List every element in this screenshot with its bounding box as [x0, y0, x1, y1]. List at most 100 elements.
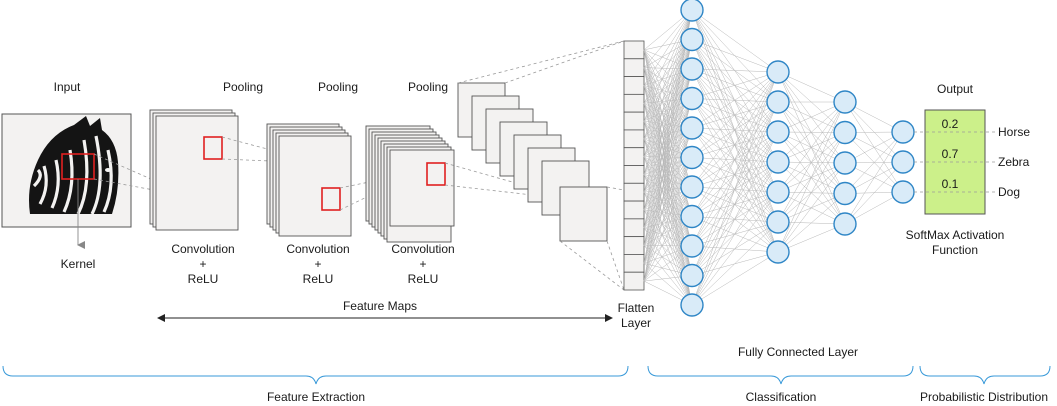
flatten-label-2: Layer: [621, 316, 651, 330]
connection: [691, 68, 779, 73]
connection: [844, 131, 904, 194]
probabilistic-label: Probabilistic Distribution: [920, 390, 1048, 404]
connection: [691, 131, 779, 306]
feature-maps-label: Feature Maps: [343, 299, 417, 313]
connection: [643, 68, 693, 157]
output-label: Output: [937, 82, 974, 96]
connection: [643, 68, 693, 175]
flatten-cell: [623, 254, 645, 273]
connection: [691, 71, 779, 306]
connection: [643, 9, 693, 246]
connection: [691, 161, 779, 306]
conv-plus-3: +: [419, 257, 426, 271]
conv-label-3: Convolution: [391, 242, 454, 256]
connection: [691, 39, 779, 73]
flatten-layer: [623, 40, 645, 291]
connection: [643, 39, 693, 157]
flatten-cell: [623, 76, 645, 95]
neuron-layer-3: [833, 90, 857, 114]
zebra-icon: [29, 116, 119, 215]
flatten-cell: [623, 58, 645, 77]
connection: [691, 71, 779, 129]
neuron-layer-1: [680, 0, 704, 22]
conv-plus-2: +: [314, 257, 321, 271]
conv-plus-1: +: [199, 257, 206, 271]
connection: [691, 101, 779, 306]
connection: [643, 186, 693, 282]
neuron-layer-2: [766, 120, 790, 144]
conv-stack-3: [365, 125, 455, 243]
flatten-cell: [623, 165, 645, 184]
neuron-layer-2: [766, 240, 790, 264]
connection: [643, 9, 693, 68]
conv-label-2: Convolution: [286, 242, 349, 256]
pooling-label-2: Pooling: [318, 80, 358, 94]
neuron-layer-1: [680, 57, 704, 81]
connection: [643, 9, 693, 122]
feature-extraction-brace: [2, 365, 629, 385]
neuron-layer-1: [680, 234, 704, 258]
connection: [643, 9, 693, 264]
neuron-layer-2: [766, 60, 790, 84]
conv2-kernel-box: [321, 187, 341, 211]
neuron-layer-1: [680, 86, 704, 111]
flatten-cell: [623, 40, 645, 60]
flatten-cell: [623, 129, 645, 149]
output-value: 0.7: [942, 147, 959, 161]
flatten-cell: [623, 147, 645, 166]
pooling-label-1: Pooling: [223, 80, 263, 94]
neuron-layer-2: [766, 180, 790, 204]
flatten-cell: [623, 93, 645, 113]
classification-label: Classification: [746, 390, 817, 404]
conv-relu-1: ReLU: [188, 272, 219, 286]
output-class-label: Dog: [998, 185, 1020, 199]
connection: [691, 221, 779, 306]
flatten-cell: [623, 236, 645, 255]
connection: [777, 101, 846, 253]
input-image: [1, 113, 132, 228]
connection: [777, 162, 846, 253]
conv-relu-2: ReLU: [303, 272, 334, 286]
connection: [691, 71, 779, 99]
connection: [844, 161, 904, 225]
neuron-layer-1: [680, 263, 704, 288]
output-class-label: Zebra: [998, 155, 1030, 169]
neuron-layer-3: [833, 120, 857, 145]
conv-relu-3: ReLU: [408, 272, 439, 286]
connection: [777, 101, 846, 223]
connection: [844, 131, 904, 225]
softmax-label-2: Function: [932, 243, 978, 257]
neuron-layer-4: [891, 150, 915, 174]
kernel-label: Kernel: [61, 257, 96, 271]
neuron-layer-4: [891, 120, 915, 144]
neuron-layer-1: [680, 145, 704, 170]
neuron-layer-2: [766, 150, 790, 174]
connection: [643, 9, 693, 104]
output-value: 0.2: [942, 117, 959, 131]
connection: [691, 251, 779, 306]
connection: [777, 132, 846, 253]
neuron-layer-1: [680, 116, 704, 140]
neuron-layer-4: [891, 180, 915, 204]
output-class-label: Horse: [998, 125, 1030, 139]
connection: [691, 9, 779, 73]
connection: [691, 71, 779, 276]
fully-connected-label: Fully Connected Layer: [738, 345, 858, 359]
connection: [643, 9, 693, 282]
pooled-feature-maps: [457, 82, 608, 242]
output-value: 0.1: [942, 177, 959, 191]
connection: [691, 191, 779, 306]
connection: [643, 9, 693, 86]
flatten-cell: [623, 271, 645, 291]
conv-stack-2: [266, 123, 352, 237]
classification-brace: [647, 365, 914, 385]
connection: [643, 68, 693, 193]
pooling-label-3: Pooling: [408, 80, 448, 94]
flatten-cell: [623, 200, 645, 220]
probabilistic-brace: [919, 365, 1051, 385]
connection: [777, 193, 846, 253]
softmax-label-1: SoftMax Activation: [906, 228, 1005, 242]
connection: [643, 39, 693, 282]
